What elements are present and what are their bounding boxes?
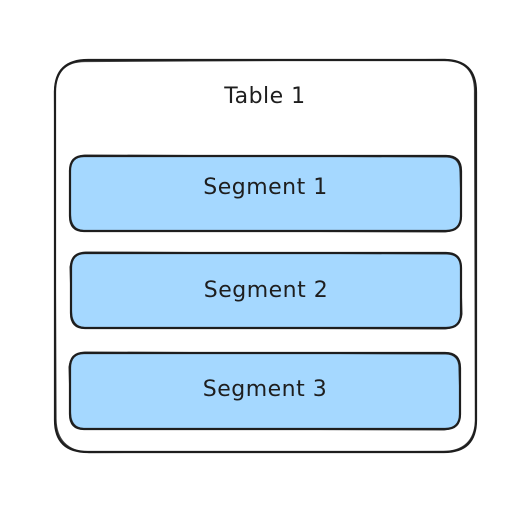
- segment-2-box: [69, 251, 463, 330]
- segment-1-box: [68, 154, 463, 233]
- segment-3-box: [68, 351, 462, 431]
- table-title: Table 1: [224, 84, 306, 109]
- segment-2-label: Segment 2: [203, 278, 329, 303]
- segment-1-label: Segment 1: [203, 175, 328, 200]
- segment-3-label: Segment 3: [202, 377, 328, 402]
